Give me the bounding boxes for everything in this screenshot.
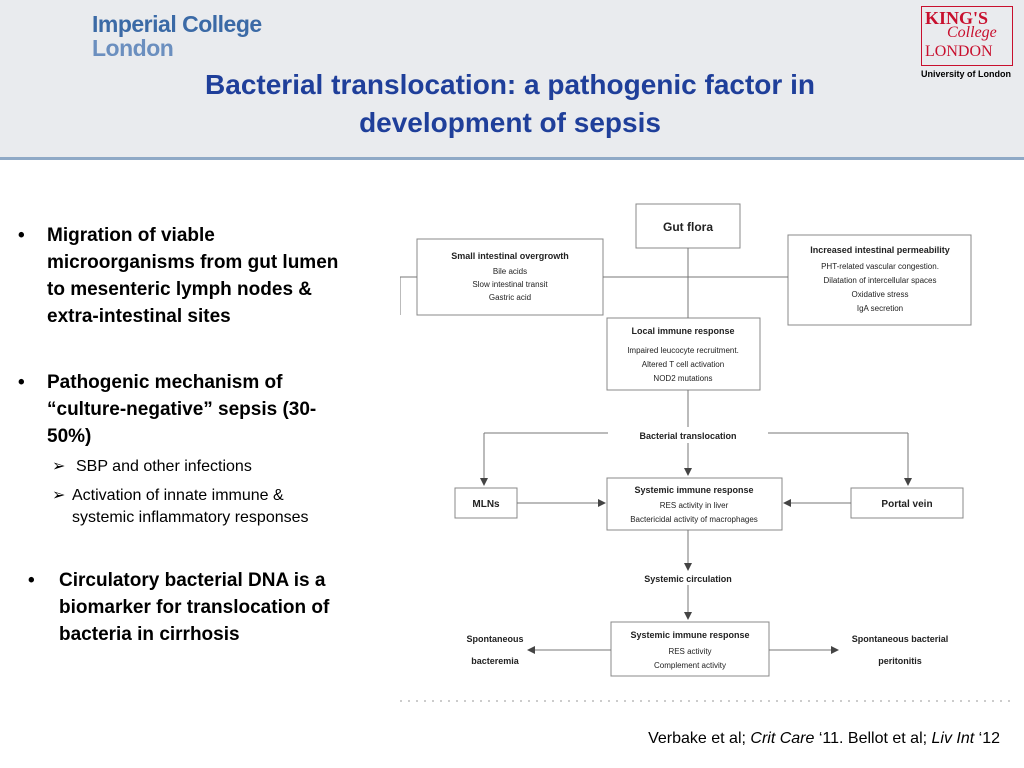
logo-university: University of London <box>921 69 1011 79</box>
sub-bullet-2-line-2: systemic inflammatory responses <box>72 509 309 526</box>
citation-part-2: ‘11. Bellot et al; <box>814 730 932 747</box>
citation-journal-2: Liv Int <box>931 730 975 747</box>
label-permeability-item-3: Oxidative stress <box>852 290 909 299</box>
sub-bullet-2: ➢ Activation of innate immune & systemic… <box>52 485 309 529</box>
label-permeability: Increased intestinal permeability <box>810 245 950 255</box>
box-systemic-immune-2 <box>610 621 770 677</box>
label-systemic-immune-2: Systemic immune response <box>630 630 749 640</box>
bullet-dot: • <box>18 225 25 246</box>
label-systemic-circulation: Systemic circulation <box>644 574 732 584</box>
bullet-2: • Pathogenic mechanism of “culture-negat… <box>18 369 316 450</box>
label-portal-vein: Portal vein <box>881 499 932 510</box>
label-peritonitis-1: Spontaneous bacterial <box>852 634 949 644</box>
citation-part-3: ‘12 <box>974 730 1000 747</box>
citation: Verbake et al; Crit Care ‘11. Bellot et … <box>560 730 1000 748</box>
bullet-3-line-2: biomarker for translocation of <box>59 597 330 618</box>
label-mlns: MLNs <box>472 499 500 510</box>
arrow-bullet-icon: ➢ <box>52 487 66 504</box>
bullet-1-line-3: to mesenteric lymph nodes & <box>47 279 313 300</box>
box-local-immune-response <box>606 317 761 391</box>
logo-line-2: London <box>92 35 174 61</box>
label-bacteremia-2: bacteremia <box>471 656 520 666</box>
label-overgrowth-item-3: Gastric acid <box>489 293 531 302</box>
box-systemic-immune-1 <box>606 477 783 531</box>
label-bacteremia-1: Spontaneous <box>466 634 523 644</box>
kings-college-logo: KING'S College LONDON University of Lond… <box>921 6 1013 84</box>
label-systemic-1-item-2: Bactericidal activity of macrophages <box>630 515 758 524</box>
label-systemic-1-item-1: RES activity in liver <box>660 501 729 510</box>
logo-kings: KING'S <box>925 8 989 28</box>
bullet-3: • Circulatory bacterial DNA is a biomark… <box>28 567 329 648</box>
label-systemic-2-item-1: RES activity <box>668 647 711 656</box>
label-small-overgrowth: Small intestinal overgrowth <box>451 251 569 261</box>
citation-journal-1: Crit Care <box>750 730 815 747</box>
label-local-item-2: Altered T cell activation <box>642 360 724 369</box>
label-gut-flora: Gut flora <box>663 220 713 234</box>
title-line-1: Bacterial translocation: a pathogenic fa… <box>205 69 815 100</box>
label-permeability-item-1: PHT-related vascular congestion. <box>821 262 939 271</box>
bullet-dot: • <box>18 372 25 393</box>
bullet-1-line-2: microorganisms from gut lumen <box>47 252 339 273</box>
label-local-item-1: Impaired leucocyte recruitment. <box>627 346 739 355</box>
logo-london: LONDON <box>925 43 993 60</box>
label-permeability-item-4: IgA secretion <box>857 304 903 313</box>
sub-bullet-1-line-1: SBP and other infections <box>76 458 252 475</box>
citation-part-1: Verbake et al; <box>648 730 751 747</box>
arrow-bullet-icon: ➢ <box>52 458 66 475</box>
label-local-item-3: NOD2 mutations <box>653 374 712 383</box>
label-peritonitis-2: peritonitis <box>878 656 922 666</box>
box-intestinal-permeability <box>787 234 972 326</box>
sub-bullet-2-line-1: Activation of innate immune & <box>72 487 284 504</box>
bullet-2-line-1: Pathogenic mechanism of <box>47 372 283 393</box>
bullet-3-line-3: bacteria in cirrhosis <box>59 624 240 645</box>
sub-bullet-1: ➢ SBP and other infections <box>52 456 252 478</box>
logo-college: College <box>947 24 997 41</box>
label-permeability-item-2: Dilatation of intercellular spaces <box>824 276 937 285</box>
translocation-flowchart: Gut flora Small intestinal overgrowth Bi… <box>400 203 1010 702</box>
label-local-immune: Local immune response <box>631 326 734 336</box>
title-line-2: development of sepsis <box>359 107 661 138</box>
bullet-1-line-1: Migration of viable <box>47 225 215 246</box>
logo-line-1: Imperial College <box>92 11 262 37</box>
label-overgrowth-item-2: Slow intestinal transit <box>472 280 548 289</box>
label-overgrowth-item-1: Bile acids <box>493 267 527 276</box>
label-bacterial-translocation: Bacterial translocation <box>639 431 736 441</box>
bullet-1: • Migration of viable microorganisms fro… <box>18 222 338 330</box>
label-systemic-2-item-2: Complement activity <box>654 661 726 670</box>
label-systemic-immune-1: Systemic immune response <box>634 485 753 495</box>
bullet-1-line-4: extra-intestinal sites <box>47 306 231 327</box>
bullet-3-line-1: Circulatory bacterial DNA is a <box>59 570 326 591</box>
bullet-dot: • <box>28 570 35 591</box>
imperial-college-logo: Imperial College London <box>92 12 262 60</box>
logo-border <box>921 6 1013 66</box>
slide-title: Bacterial translocation: a pathogenic fa… <box>150 66 870 142</box>
header-band: Imperial College London KING'S College L… <box>0 0 1024 160</box>
bullet-2-line-3: 50%) <box>47 426 92 447</box>
bullet-2-line-2: “culture-negative” sepsis (30- <box>47 399 317 420</box>
